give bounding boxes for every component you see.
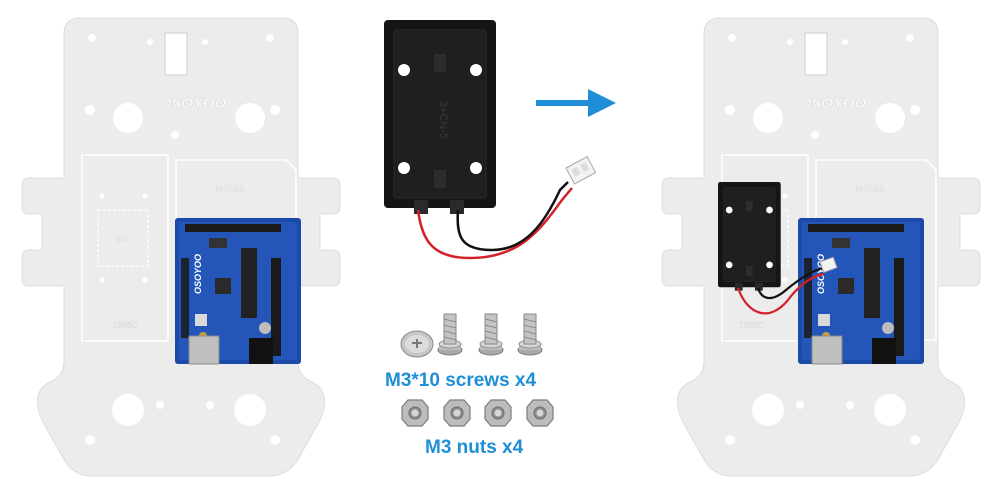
chassis-logo: OSOYOO [160,95,227,112]
battery-holder-mounted [717,181,781,291]
screw-1 [437,313,463,356]
board-logo: OSOYOO [193,254,203,294]
battery-18650-label: 18650 [112,320,137,330]
screws-caption: M3*10 screws x4 [385,370,537,391]
wire-red-mounted [736,272,825,315]
screws-group [400,313,543,358]
nut-1 [401,399,429,427]
battery-9v-label: 9V [116,234,127,244]
battery-18650-label: 18650 [739,320,764,330]
screw-2 [478,313,504,356]
chassis-plate-after: OSOYOO MEGA 18650 OSOYOO [661,17,981,477]
wire-red [416,187,573,260]
mega-label: MEGA [215,184,245,195]
nut-2 [443,399,471,427]
jst-connector-mounted [819,256,838,273]
mega-label: MEGA [855,184,885,195]
arduino-board-before: OSOYOO [174,217,302,365]
battery-holder: 3+CN-5 [383,19,597,260]
nuts-group [401,399,554,427]
wire-black [456,181,569,252]
chassis-plate-before: OSOYOO MEGA 9V 18650 OSOYOO [21,17,341,477]
arduino-board-after: OSOYOO [797,217,925,365]
nut-4 [526,399,554,427]
holder-marking: 3+CN-5 [437,101,449,139]
screw-flat-head [400,330,434,358]
screw-3 [517,313,543,356]
wire-black-mounted [756,266,823,300]
nut-3 [484,399,512,427]
nuts-caption: M3 nuts x4 [425,437,524,458]
battery-holder-shape [717,181,781,291]
chassis-logo: OSOYOO [800,95,867,112]
direction-arrow [536,89,616,117]
jst-connector [565,156,597,185]
